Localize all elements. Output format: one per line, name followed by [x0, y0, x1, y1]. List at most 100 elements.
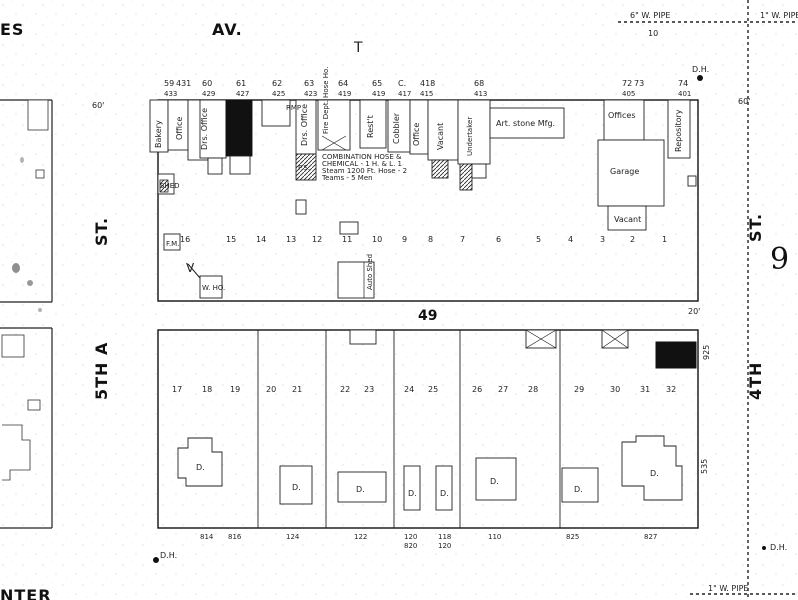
top-address-number: 64 [338, 79, 349, 88]
label-shed: SHED [160, 182, 180, 190]
label-fire-dept: Fire Dept. Hose Ho. [322, 66, 330, 134]
bottom-lot-number: 24 [404, 385, 415, 394]
top-address-sub: 401 [678, 90, 692, 98]
top-address-number: 431 [176, 79, 192, 88]
street-label-left-st: ST. [92, 216, 111, 246]
bottom-address-number-b: 820 [404, 542, 418, 550]
top-address-sub: 429 [202, 90, 216, 98]
top-address-sub: 413 [474, 90, 488, 98]
street-label-partial-bottom: NTER [0, 586, 52, 600]
bottom-lot-number: 17 [172, 385, 183, 394]
pipe-label-top-right: 1" W. PIPE [760, 11, 798, 20]
top-address-number: 418 [420, 79, 436, 88]
setback-right: 60' [738, 97, 751, 106]
pipe-label-bottom: 1" W. PIPE [708, 584, 749, 593]
bottom-lot-number: 32 [666, 385, 677, 394]
top-lot-number: 14 [256, 235, 267, 244]
bottom-address-number: 816 [228, 533, 242, 541]
top-address-number: 60 [202, 79, 213, 88]
top-lot-number: 7 [460, 235, 466, 244]
top-lot-number: 1 [662, 235, 668, 244]
dwelling-label: D. [574, 485, 583, 494]
north-mark: T [354, 40, 363, 56]
label-drs-office-2: Drs. Office [300, 103, 309, 146]
dwelling-label: D. [356, 485, 365, 494]
bottom-lot-number: 25 [428, 385, 439, 394]
label-auto-shed: Auto Shed [366, 253, 374, 290]
label-vacant-2: Vacant [614, 215, 642, 224]
setback-mid: 20' [688, 307, 701, 316]
street-label-partial-top-left: ES [0, 20, 25, 39]
top-address-number: 74 [678, 79, 689, 88]
top-address-sub: 427 [236, 90, 250, 98]
label-office-2: Office [412, 122, 421, 146]
hydrant-marker [762, 546, 766, 550]
label-cobbler: Cobbler [392, 112, 401, 144]
top-lot-number: 4 [568, 235, 574, 244]
label-w-ho: W. HO. [202, 284, 226, 292]
dwelling-label: D. [408, 489, 417, 498]
top-address-sub: 419 [338, 90, 352, 98]
hydrant-label: D.H. [160, 551, 178, 560]
label-drs-office: Drs. Office [200, 107, 209, 150]
top-address-number: 63 [304, 79, 315, 88]
top-address-sub: 419 [372, 90, 386, 98]
bottom-address-number: 825 [566, 533, 580, 541]
bottom-lot-number: 19 [230, 385, 241, 394]
block-bottom [157, 329, 699, 529]
label-rmp: RMP [286, 104, 302, 112]
top-lot-number: 9 [402, 235, 408, 244]
pipe-number: 10 [648, 29, 659, 38]
street-label-5th: 5TH A [92, 341, 111, 400]
dwelling-label: D. [440, 489, 449, 498]
street-label-avenue: AV. [212, 20, 243, 39]
street-label-4th: 4TH [746, 361, 765, 400]
top-lot-number: 3 [600, 235, 606, 244]
bottom-lot-number: 27 [498, 385, 509, 394]
paper-stains [12, 157, 42, 312]
hydrant-marker [697, 75, 703, 81]
label-office: Office [175, 116, 184, 140]
top-lot-number: 13 [286, 235, 297, 244]
bottom-address-number: 120 [404, 533, 418, 541]
dwelling-label: D. [196, 463, 205, 472]
bottom-address-number: 122 [354, 533, 368, 541]
hydrant-label: D.H. [692, 65, 710, 74]
top-address-number: C. [398, 79, 407, 88]
label-vacant: Vacant [436, 122, 445, 150]
top-lot-number: 16 [180, 235, 191, 244]
top-address-number: 65 [372, 79, 383, 88]
pipe-label-top: 6" W. PIPE [630, 11, 671, 20]
dwelling-label: D. [650, 469, 659, 478]
bottom-lot-number: 18 [202, 385, 213, 394]
label-undertaker: Undertaker [466, 116, 474, 156]
label-corner-925: 925 [702, 344, 711, 360]
label-bakery: Bakery [154, 120, 163, 148]
label-ps: P.S. [298, 164, 311, 172]
bottom-lot-number: 31 [640, 385, 651, 394]
bottom-lot-number: 29 [574, 385, 585, 394]
street-label-right-st: ST. [746, 212, 765, 242]
top-lot-number: 5 [536, 235, 542, 244]
top-address-sub: 423 [304, 90, 318, 98]
top-lot-number: 11 [342, 235, 353, 244]
hydrant-marker [153, 557, 159, 563]
label-garage: Garage [610, 167, 640, 176]
cut-mark: V [186, 261, 195, 275]
top-address-number: 61 [236, 79, 247, 88]
dwelling-label: D. [292, 483, 301, 492]
label-repository: Repository [674, 109, 683, 152]
top-address-sub: 415 [420, 90, 434, 98]
top-address-number: 68 [474, 79, 485, 88]
bottom-lot-number: 28 [528, 385, 539, 394]
bottom-address-number: 110 [488, 533, 502, 541]
left-block-top [0, 99, 53, 303]
bottom-address-number: 124 [286, 533, 300, 541]
top-lot-number: 8 [428, 235, 434, 244]
top-address-number: 72 [622, 79, 633, 88]
top-address-number: 62 [272, 79, 283, 88]
left-block-bottom [0, 327, 53, 529]
bottom-lot-number: 21 [292, 385, 303, 394]
